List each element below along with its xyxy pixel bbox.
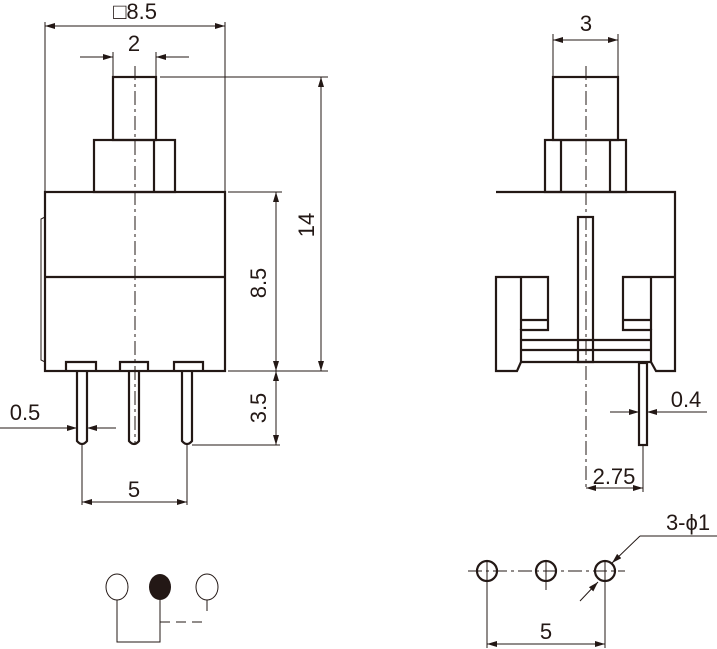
schematic xyxy=(105,573,219,643)
body-height-label: 8.5 xyxy=(246,268,271,299)
footprint: 3-ϕ1 5 xyxy=(468,510,717,648)
pin-width-label: 0.5 xyxy=(10,400,41,425)
hole-spec-label: 3-ϕ1 xyxy=(666,510,710,535)
pins xyxy=(64,360,205,505)
body-width-label: □8.5 xyxy=(113,0,157,24)
pin-thickness-label: 0.4 xyxy=(671,387,702,412)
pin-pitch-label: 5 xyxy=(128,477,140,502)
plunger-width-label: 2 xyxy=(128,31,140,56)
front-view: □8.5 2 14 8.5 3.5 0.5 5 xyxy=(0,0,328,505)
hole-pitch-label: 5 xyxy=(540,619,552,644)
side-plunger-width-label: 3 xyxy=(580,11,592,36)
side-view: 3 0.4 2.75 xyxy=(494,11,707,492)
total-height-label: 14 xyxy=(294,213,319,237)
pin-length-label: 3.5 xyxy=(246,393,271,424)
side-pin xyxy=(637,361,649,447)
pin-offset-label: 2.75 xyxy=(593,464,636,489)
